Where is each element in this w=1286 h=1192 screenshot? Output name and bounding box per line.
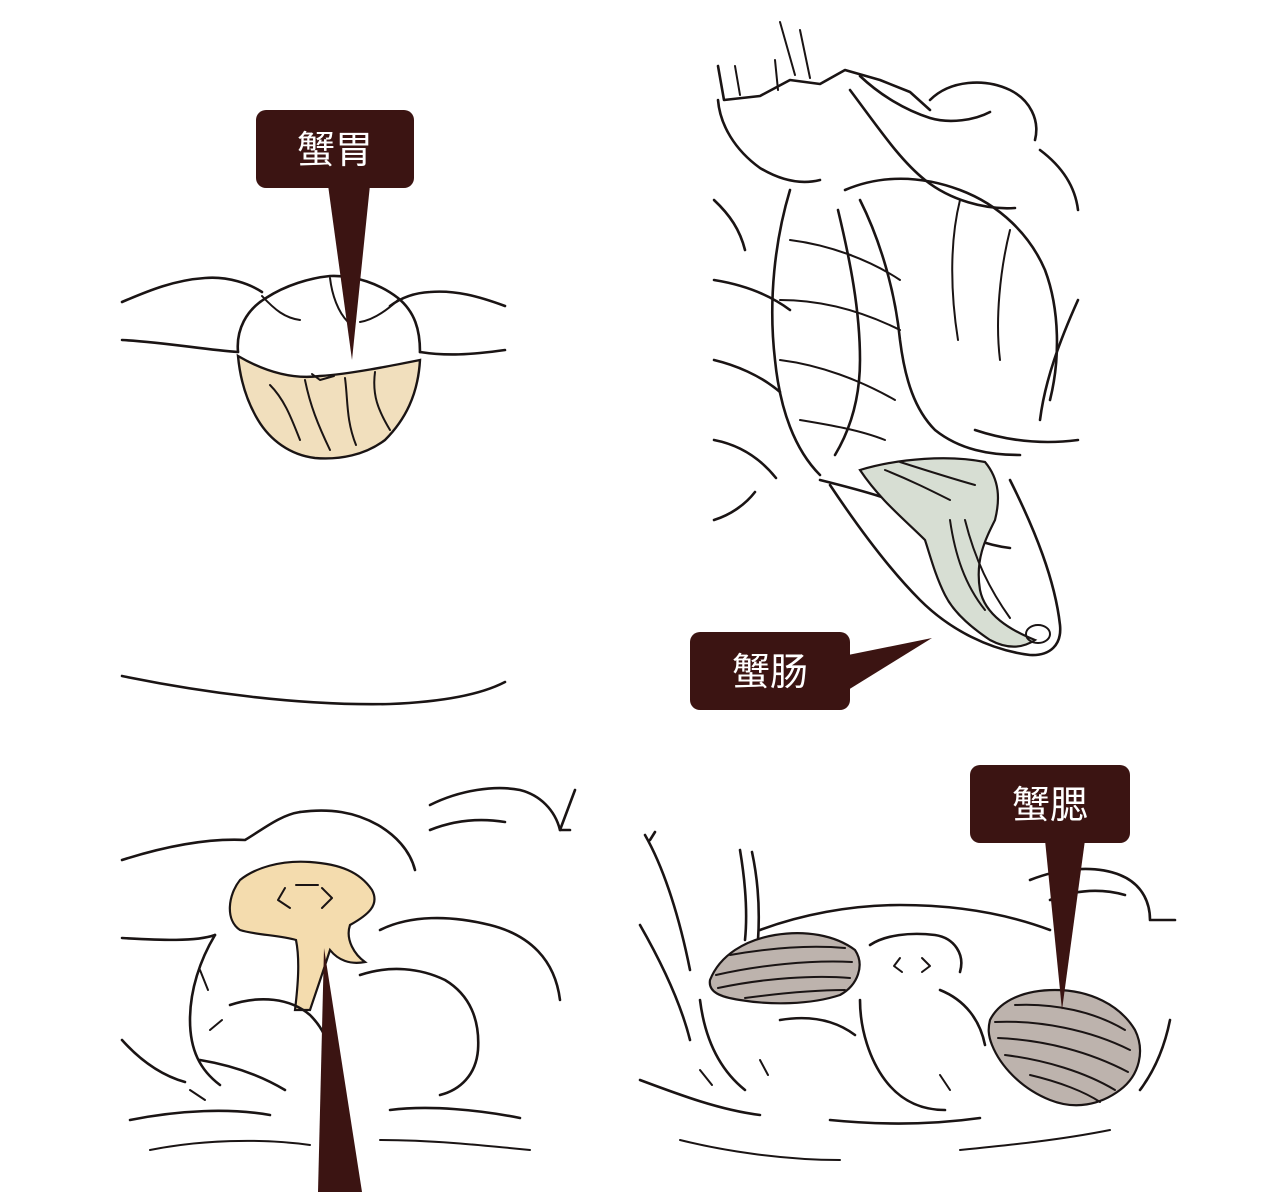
panel-gills: 蟹腮: [640, 765, 1175, 1160]
intestine-label: 蟹肠: [732, 650, 808, 694]
gills-label: 蟹腮: [1012, 783, 1088, 827]
stomach-label-pointer: [328, 185, 370, 360]
gills-label-pointer: [1045, 840, 1085, 1010]
panel-stomach: 蟹胃: [122, 110, 505, 704]
panel-intestine: 蟹肠: [690, 22, 1078, 710]
intestine-label-pointer: [848, 638, 932, 690]
intestine-organ: [860, 458, 1035, 646]
panel-heart: [122, 788, 575, 1192]
stomach-organ: [238, 356, 420, 458]
stomach-label: 蟹胃: [297, 128, 373, 172]
heart-organ: [230, 862, 375, 1010]
heart-label-pointer: [318, 948, 362, 1192]
